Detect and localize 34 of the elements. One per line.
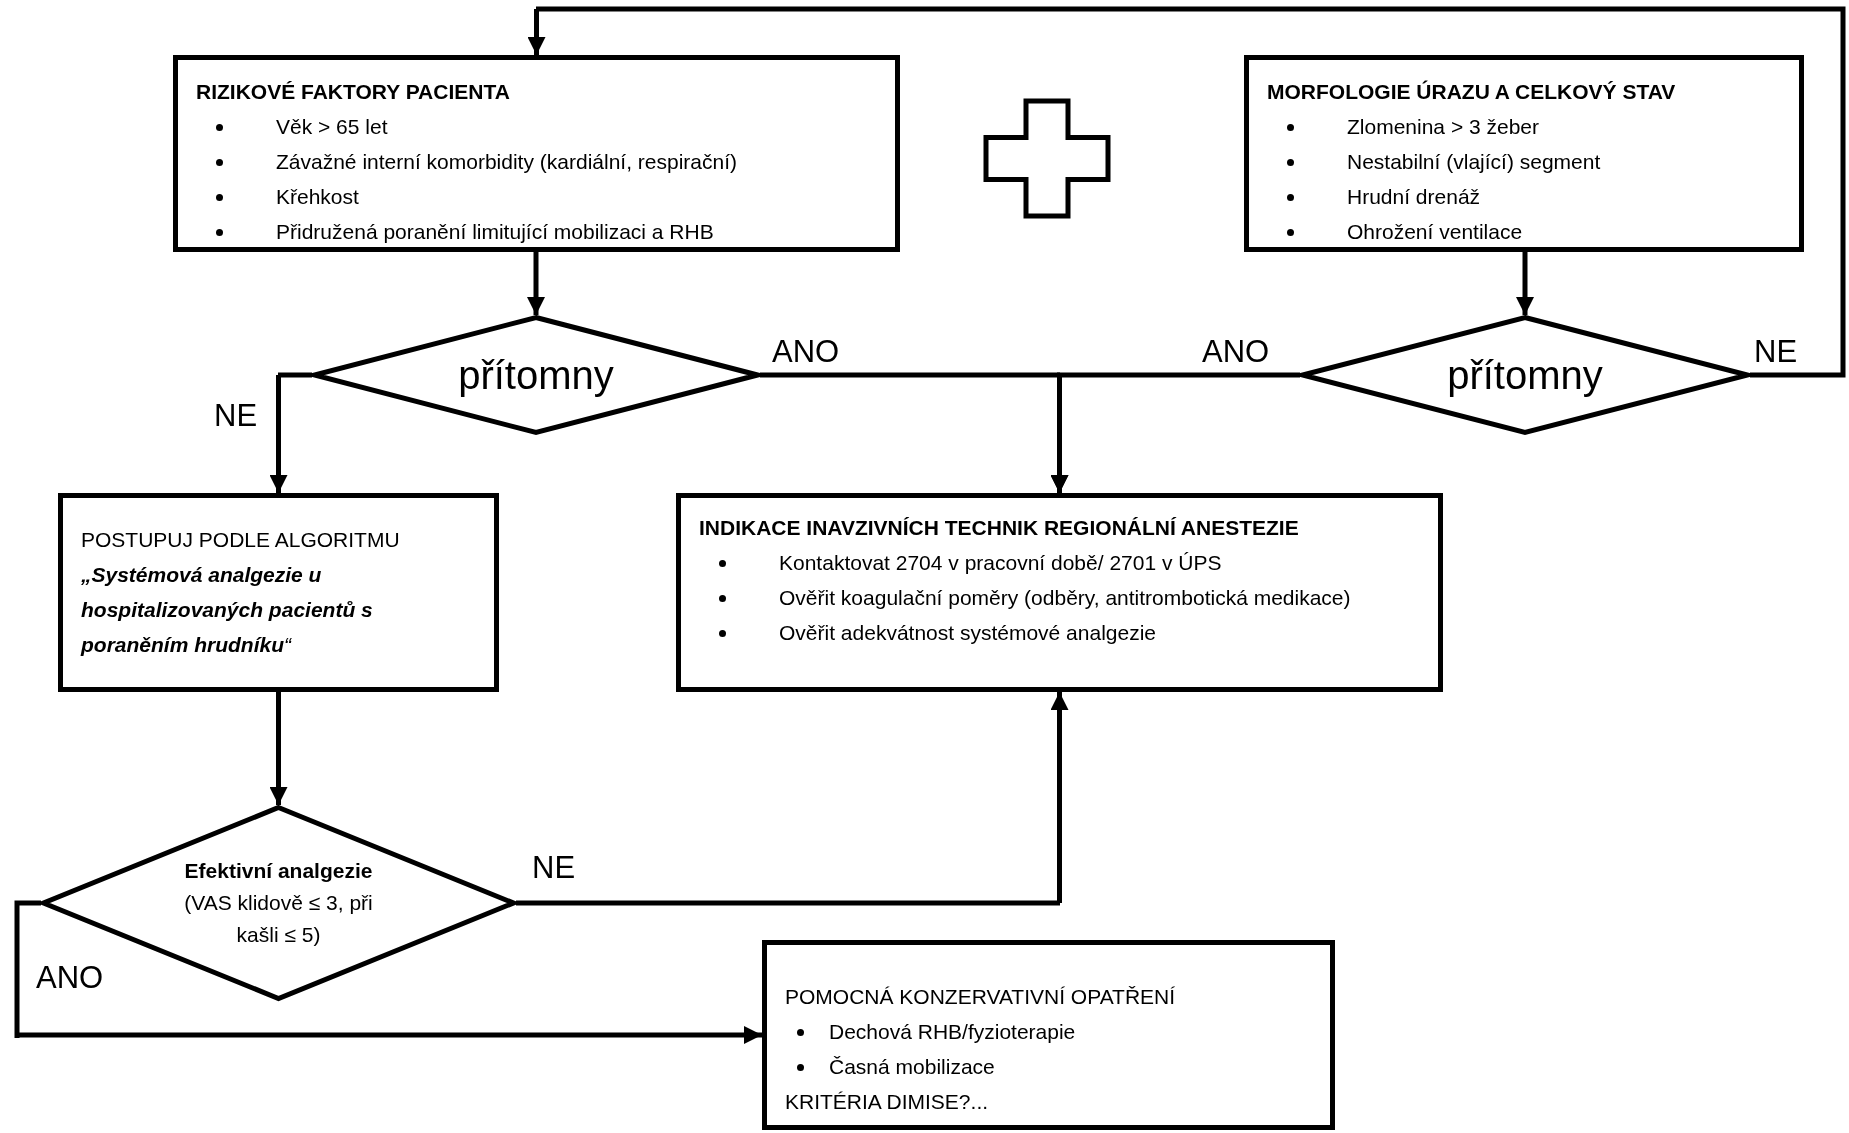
box-heading: POSTUPUJ PODLE ALGORITMU (81, 527, 401, 553)
process-box (762, 940, 1335, 1130)
bullet-item: Kontaktovat 2704 v pracovní době/ 2701 v ÚPS (779, 551, 1222, 574)
bullet-item: Věk > 65 let (276, 115, 388, 138)
box-heading: POMOCNÁ KONZERVATIVNÍ OPATŘENÍ (785, 984, 1177, 1010)
bullet-item: Zlomenina > 3 žeber (1347, 115, 1540, 138)
box-heading: RIZIKOVÉ FAKTORY PACIENTA (196, 79, 511, 105)
bullet-item: Časná mobilizace (829, 1055, 995, 1078)
bullet-item: Dechová RHB/fyzioterapie (829, 1020, 1076, 1043)
arrow (1050, 372, 1300, 493)
process-box (1244, 55, 1804, 252)
decision-text: přítomny (458, 352, 614, 399)
bullet-item: Hrudní drenáž (1347, 185, 1481, 208)
bullet-item: Přidružená poranění limitující mobilizaci a RHB (276, 220, 714, 243)
bullet-item: Křehkost (276, 185, 359, 208)
bullet-item: Nestabilní (vlající) segment (1347, 150, 1601, 173)
process-box (58, 493, 499, 692)
bullet-item: Závažné interní komorbidity (kardiální, respirační) (276, 150, 737, 173)
arrow (269, 692, 288, 805)
box-heading: MORFOLOGIE ÚRAZU A CELKOVÝ STAV (1267, 79, 1677, 105)
arrow (527, 6, 1846, 378)
arrow (516, 692, 1069, 906)
box-text: „Systémová analgezie u hospitalizovaných pacientů s poraněním hrudníku“ (81, 562, 374, 658)
decision-text: přítomny (1447, 352, 1603, 399)
arrow (14, 900, 762, 1044)
process-box (173, 55, 900, 252)
process-box (676, 493, 1443, 692)
arrow (269, 372, 312, 493)
decision-text: Efektivní analgezie (VAS klidově ≤ 3, při kašli ≤ 5) (183, 858, 374, 948)
box-heading: INDIKACE INAVZIVNÍCH TECHNIK REGIONÁLNÍ ANESTEZIE (699, 515, 1300, 541)
bullet-item: Ověřit adekvátnost systémové analgezie (779, 621, 1157, 644)
bullet-item: Ověřit koagulační poměry (odběry, antitrombotická medikace) (779, 586, 1351, 609)
box-text: KRITÉRIA DIMISE?... (785, 1089, 990, 1115)
bullet-item: Ohrožení ventilace (1347, 220, 1523, 243)
